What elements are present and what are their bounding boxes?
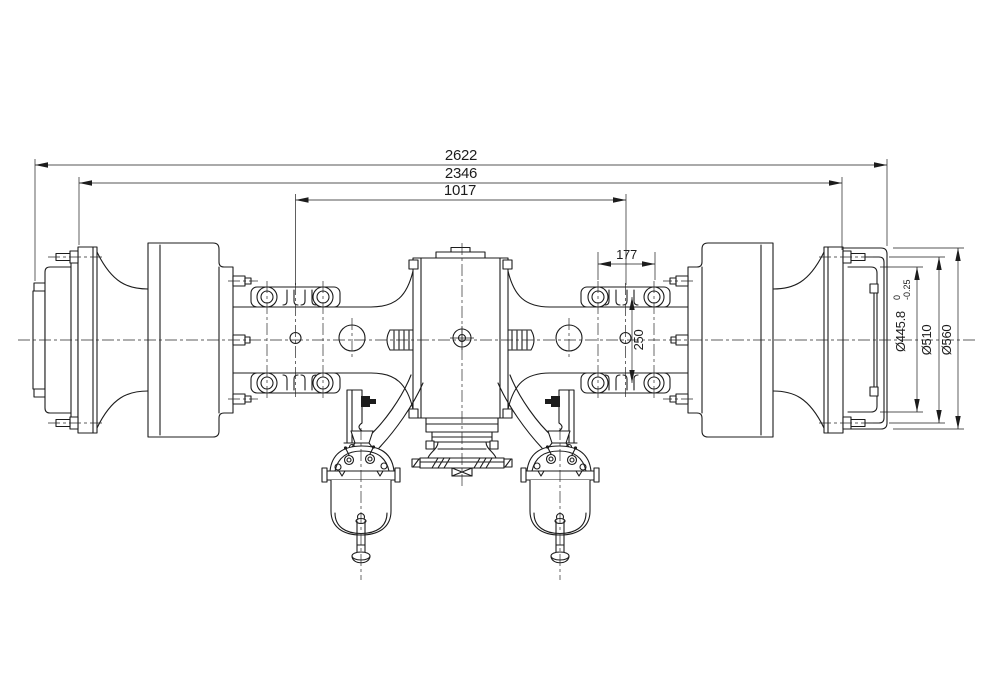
drum-outer-profile bbox=[843, 247, 888, 430]
dim-seat-bolt-spacing-label: 177 bbox=[616, 247, 637, 262]
flange-hatch bbox=[431, 457, 493, 469]
brake-chamber-left bbox=[321, 374, 424, 581]
dimension-seat-span-1017: 1017 bbox=[295, 182, 627, 285]
yoke-bolt bbox=[425, 440, 435, 450]
hub-step-bottom bbox=[869, 386, 879, 397]
dim-seat-span-label: 1017 bbox=[444, 182, 476, 199]
dim-drum-bore-label: Ø445.8 bbox=[893, 311, 908, 352]
dim-overall-width-label: 2622 bbox=[445, 147, 477, 164]
brake-chamber-right bbox=[497, 374, 600, 581]
dim-drum-bore-tol-upper: 0 bbox=[892, 295, 902, 300]
hub-step-top bbox=[869, 283, 879, 294]
dim-flange-span-label: 2346 bbox=[445, 165, 477, 182]
housing-bolt bbox=[408, 259, 419, 270]
right-brake-drum-section bbox=[842, 247, 888, 430]
dimension-drum-bore: Ø445.8 0 -0.25 bbox=[880, 266, 923, 413]
housing-bolt bbox=[502, 408, 513, 419]
dim-drum-bore-tol-lower: -0.25 bbox=[902, 279, 912, 300]
dimension-seat-bolts-177: 177 bbox=[597, 247, 656, 280]
dimension-drum-outer: Ø560 bbox=[893, 247, 964, 430]
yoke-bolt bbox=[489, 440, 499, 450]
differential-housing bbox=[408, 246, 513, 419]
housing-bolt bbox=[408, 408, 419, 419]
housing-top-cap bbox=[435, 251, 486, 259]
dimension-seat-length-250: 250 bbox=[629, 297, 646, 383]
housing-bolt bbox=[502, 259, 513, 270]
dimension-drum-pilot: Ø510 bbox=[889, 256, 945, 424]
dim-seat-length-label: 250 bbox=[631, 330, 646, 351]
breather-tab bbox=[450, 246, 471, 253]
dimension-overall-2622: 2622 bbox=[34, 147, 888, 281]
dim-drum-pilot-label: Ø510 bbox=[919, 325, 934, 356]
drum-bore-profile bbox=[847, 266, 878, 413]
dimension-flange-span-2346: 2346 bbox=[78, 165, 843, 250]
dim-drum-outer-label: Ø560 bbox=[939, 325, 954, 356]
